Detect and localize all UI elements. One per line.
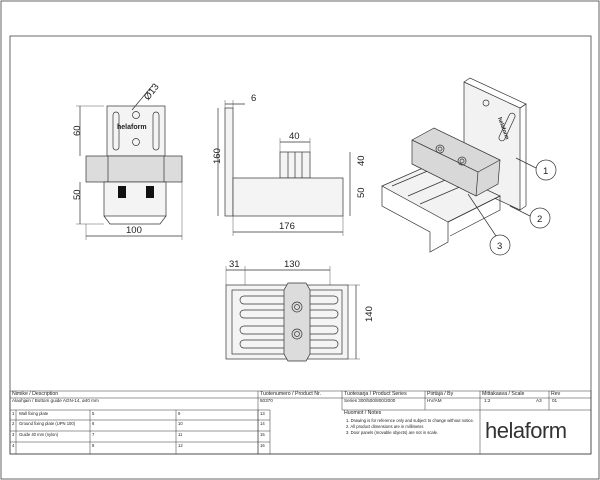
part-row-c2: 5 <box>92 411 95 416</box>
part-row-c2: 7 <box>92 432 95 437</box>
callout-2: 2 <box>537 214 542 225</box>
dim-height-50-side: 50 <box>356 187 367 198</box>
part-row-num: 4 <box>12 443 15 448</box>
dim-height-40: 40 <box>356 155 367 166</box>
top-hole-upper <box>291 301 303 313</box>
rev-value: 01 <box>552 398 558 403</box>
drawn-by-label: Piirtäjä / By <box>427 391 454 397</box>
front-foot-right <box>146 186 154 198</box>
part-row-c3: 11 <box>178 432 183 437</box>
dim-height-60: 60 <box>72 125 83 136</box>
dim-height-160: 160 <box>212 148 223 164</box>
top-hole-lower <box>291 328 303 340</box>
part-row-name: Ground fixing plate (UPN 100) <box>19 421 76 426</box>
callout-1-circle <box>535 159 557 181</box>
top-view <box>225 266 360 362</box>
front-guide-block <box>85 155 183 183</box>
side-view <box>217 100 351 236</box>
top-guide-block <box>283 282 311 362</box>
part-row-c3: 10 <box>178 421 183 426</box>
front-wall-plate <box>106 105 166 157</box>
callout-3-circle <box>489 234 511 256</box>
front-foot-left <box>118 186 126 198</box>
part-row-name: Wall fixing plate <box>19 411 49 416</box>
part-row-c4: 16 <box>260 443 265 448</box>
product-nr-value: 50370 <box>260 398 273 403</box>
front-plate-logo: helaform <box>117 124 147 131</box>
front-view <box>76 85 183 240</box>
dim-width-40: 40 <box>289 131 300 142</box>
part-row-name: Guide 40 mm (nylon) <box>19 432 59 437</box>
note-1: 1. Drawing is for reference only and sub… <box>346 418 475 423</box>
dim-width-100: 100 <box>126 225 142 236</box>
dim-depth-140: 140 <box>364 306 375 322</box>
part-row-c4: 13 <box>260 411 265 416</box>
series-value: Series 300/500/800/2000 <box>344 398 396 403</box>
title-block <box>9 390 592 455</box>
scale-value: 1:2 <box>484 398 491 403</box>
brand-logo: helaform <box>485 418 567 443</box>
part-row-num: 1 <box>12 411 15 416</box>
part-row-c2: 8 <box>92 443 95 448</box>
callout-1: 1 <box>543 166 548 177</box>
dim-height-50: 50 <box>72 189 83 200</box>
description-label: Nimike / Description <box>12 391 59 397</box>
part-row-c2: 6 <box>92 421 95 426</box>
dim-offset-31: 31 <box>229 259 240 270</box>
dim-length-176: 176 <box>279 221 295 232</box>
side-base-plate <box>232 177 344 217</box>
part-row-c3: 12 <box>178 443 183 448</box>
scale-label: Mittakaava / Scale <box>482 391 525 397</box>
dim-width-130: 130 <box>284 259 300 270</box>
drawn-by-value: HV/AM <box>427 398 442 403</box>
part-row-c3: 9 <box>178 411 181 416</box>
front-hole-top <box>132 111 140 119</box>
iso-hole-upper <box>435 144 445 154</box>
front-channel <box>103 181 167 217</box>
callout-3: 3 <box>497 241 502 252</box>
rev-label: Rev <box>551 391 561 397</box>
paper-size: A3 <box>536 398 542 403</box>
front-hole-bottom <box>132 138 140 146</box>
side-wall-plate <box>224 107 234 217</box>
part-row-num: 3 <box>12 432 15 437</box>
description-value: Alaohjain / Bottom guide AGN-14, ø40 mm <box>12 398 99 403</box>
dim-thickness-6: 6 <box>251 93 256 104</box>
iso-hole-lower <box>457 156 467 166</box>
isometric-view <box>381 77 557 256</box>
product-nr-label: Tuotenumero / Product Nr. <box>260 391 321 397</box>
part-row-num: 2 <box>12 421 15 426</box>
part-row-c4: 14 <box>260 421 265 426</box>
notes-label: Huomiot / Notes <box>344 410 382 416</box>
part-row-c4: 15 <box>260 432 265 437</box>
note-2: 2. All product dimensions are in millime… <box>346 424 425 429</box>
iso-guide-block <box>411 127 501 197</box>
series-label: Tuotesarja / Product Series <box>344 391 407 397</box>
callout-2-circle <box>529 207 551 229</box>
dim-diameter: Ø13 <box>142 82 162 103</box>
note-3: 3. Door panels (movable objects) are not… <box>346 430 439 435</box>
